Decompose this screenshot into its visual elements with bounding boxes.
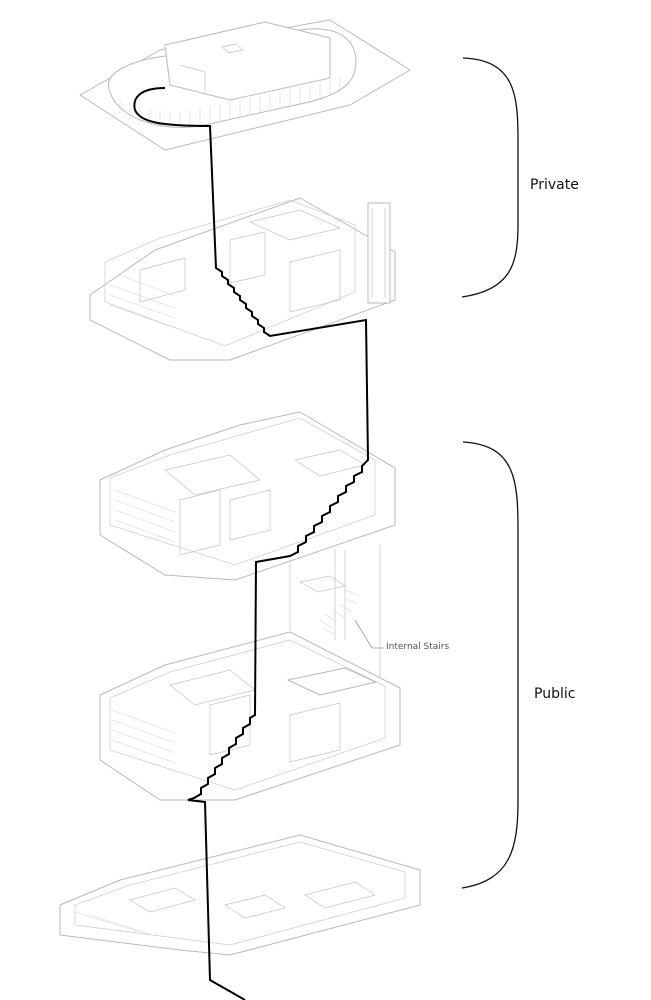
public-label: Public (534, 686, 576, 702)
floor-level-roof (79, 19, 411, 151)
internal-stairs-label: Internal Stairs (386, 642, 450, 652)
floor-level-1 (59, 834, 421, 956)
private-label: Private (530, 177, 579, 193)
floor-level-3 (99, 411, 396, 581)
circulation-path (133, 87, 370, 1000)
private-brace (461, 57, 519, 298)
floor-level-4 (89, 197, 396, 361)
floor-level-2 (99, 631, 401, 801)
public-brace (461, 441, 519, 889)
internal-stairs-leader (354, 619, 384, 649)
